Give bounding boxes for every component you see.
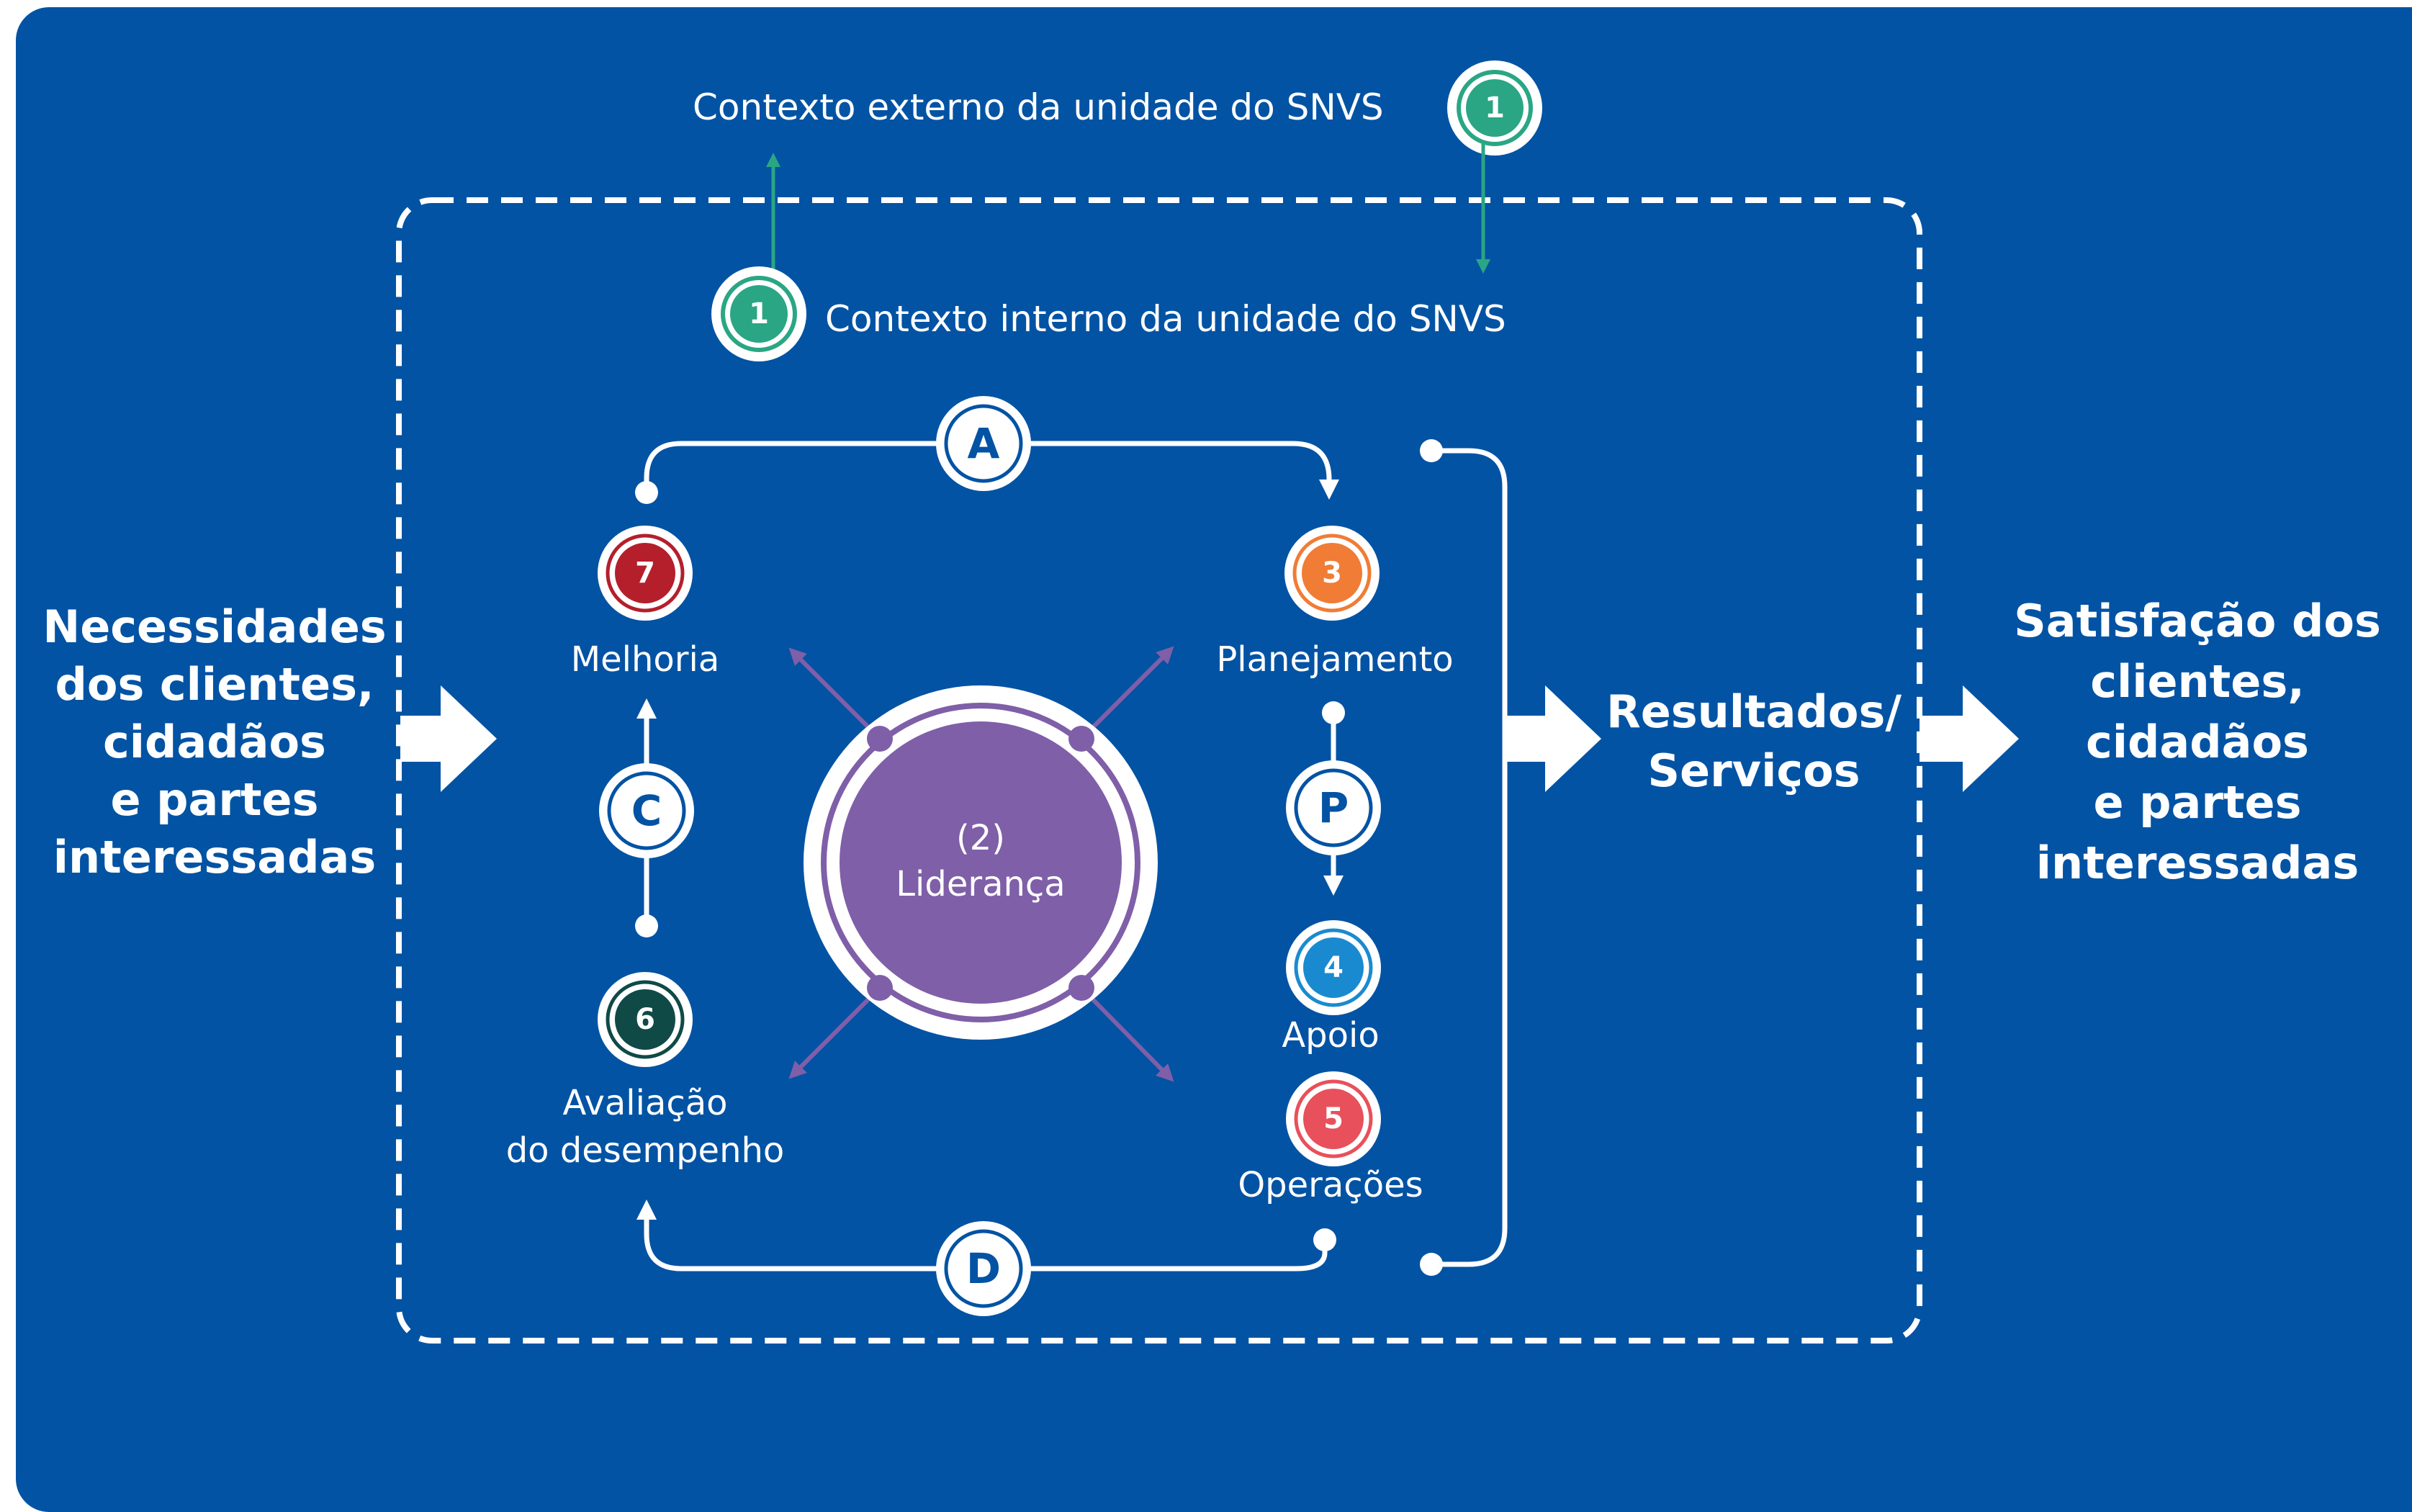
external-context-badge: 1 (1447, 60, 1542, 156)
stage-melhoria-label: Melhoria (571, 639, 720, 680)
cycle-left-dot (635, 914, 658, 937)
leadership-arrow-se (1079, 986, 1174, 1082)
cycle-letter-d: D (966, 1244, 1001, 1293)
external-context-number: 1 (1485, 91, 1505, 125)
cycle-badge-a: A (936, 396, 1031, 491)
internal-context-label: Contexto interno da unidade do SNVS (825, 298, 1506, 340)
stage-planejamento-label: Planejamento (1216, 639, 1453, 680)
inputs-block: Necessidades dos clientes, cidadãos e pa… (42, 600, 386, 883)
results-bracket (1433, 448, 1508, 1267)
inputs-line-4: e partes (110, 773, 318, 826)
stage-operacoes-number: 5 (1323, 1102, 1344, 1135)
cycle-badge-c: C (599, 763, 694, 858)
input-arrow (400, 685, 497, 792)
stage-planejamento: 3 Planejamento (1216, 526, 1454, 680)
leadership-dot-se (1068, 975, 1094, 1001)
cycle-bottom-dot (1313, 1228, 1336, 1251)
stage-melhoria: 7 Melhoria (571, 526, 720, 680)
outputs-line-5: interessadas (2036, 837, 2359, 889)
stage-avaliacao-label-1: Avaliação (562, 1083, 727, 1123)
outputs-line-3: cidadãos (2086, 716, 2309, 768)
cycle-letter-c: C (631, 786, 662, 835)
leadership-dot-ne (1068, 726, 1094, 752)
cycle-bottom-line (636, 1200, 1328, 1272)
outputs-line-2: clientes, (2090, 655, 2305, 708)
external-context-label: Contexto externo da unidade do SNVS (693, 86, 1384, 128)
leadership-dot-sw (867, 975, 893, 1001)
stage-apoio: 4 Apoio (1282, 920, 1381, 1056)
results-arrow (1506, 685, 1601, 792)
results-block: Resultados/ Serviços (1606, 685, 1902, 797)
outputs-line-1: Satisfação dos (2014, 595, 2381, 647)
inputs-line-2: dos clientes, (55, 658, 374, 711)
leadership-arrow-sw (788, 986, 882, 1079)
inputs-line-3: cidadãos (103, 716, 326, 768)
results-line-1: Resultados/ (1606, 685, 1902, 738)
organization-boundary (396, 197, 1922, 1344)
leadership-arrow-nw (788, 647, 882, 741)
stage-planejamento-number: 3 (1322, 557, 1342, 590)
cycle-letter-a: A (968, 419, 1000, 468)
cycle-letter-p: P (1318, 783, 1349, 832)
external-context: Contexto externo da unidade do SNVS 1 (693, 60, 1542, 156)
internal-context-badge: 1 (711, 266, 806, 361)
outputs-block: Satisfação dos clientes, cidadãos e part… (2014, 595, 2381, 889)
leadership-arrow-ne (1079, 646, 1174, 741)
stage-operacoes-label: Operações (1238, 1165, 1423, 1205)
leadership-core: (2) Liderança (804, 685, 1158, 1040)
cycle-badge-p: P (1286, 760, 1381, 855)
stage-avaliacao: 6 Avaliação do desempenho (506, 972, 785, 1171)
internal-context: 1 Contexto interno da unidade do SNVS (711, 266, 1506, 361)
stage-apoio-number: 4 (1323, 951, 1344, 984)
stage-avaliacao-number: 6 (635, 1003, 655, 1036)
bracket-bottom-dot (1420, 1253, 1443, 1276)
stage-apoio-label: Apoio (1282, 1015, 1379, 1056)
leadership-label: Liderança (896, 864, 1065, 904)
bracket-top-dot (1420, 439, 1443, 462)
cycle-right-dot (1322, 701, 1345, 724)
leadership-dot-nw (867, 726, 893, 752)
output-arrow (1920, 685, 2019, 792)
leadership-number: (2) (956, 818, 1005, 858)
stage-avaliacao-label-2: do desempenho (506, 1130, 785, 1171)
outputs-line-4: e partes (2093, 776, 2301, 829)
stage-melhoria-number: 7 (635, 557, 655, 590)
cycle-badge-d: D (936, 1221, 1031, 1316)
inputs-line-5: interessadas (53, 831, 376, 883)
cycle-top-dot (635, 481, 658, 504)
stage-operacoes: 5 Operações (1238, 1071, 1423, 1205)
inputs-line-1: Necessidades (42, 600, 386, 653)
results-line-2: Serviços (1647, 744, 1860, 797)
internal-context-number: 1 (749, 297, 769, 330)
